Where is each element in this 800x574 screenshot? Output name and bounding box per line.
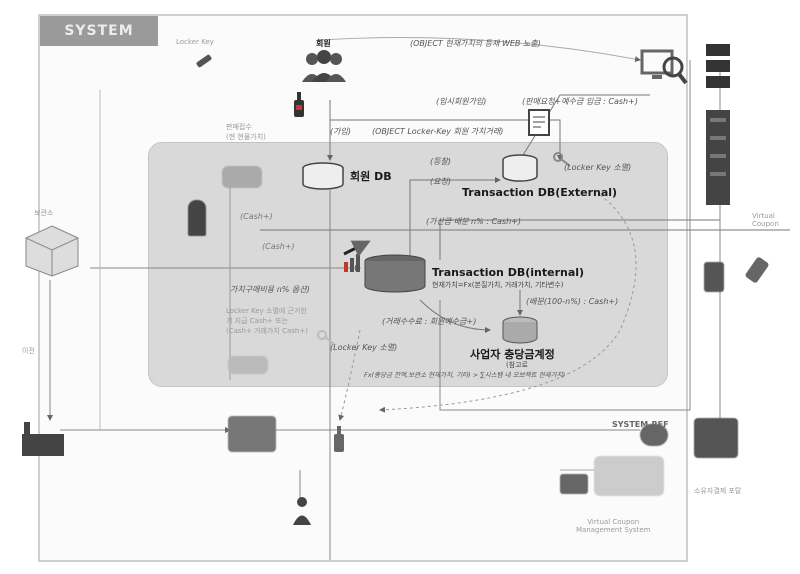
locker-key-owned-top-label: (Locker Key 소멸) bbox=[564, 163, 632, 172]
member-label: 회원 bbox=[316, 39, 331, 48]
reserve-formula: Fx(충당금 잔액,보관소 현재가치, 기타) > ∑시스템 내 오브젝트 현재… bbox=[364, 371, 566, 379]
laptop-icon bbox=[560, 474, 588, 494]
right-server-block bbox=[694, 418, 738, 458]
warehouse-label: 보관소 bbox=[34, 209, 54, 217]
transaction-external-db-icon bbox=[502, 154, 538, 182]
system-ref-label: SYSTEM-REF bbox=[612, 420, 669, 429]
factory-icon bbox=[22, 422, 64, 456]
server-stack-icon bbox=[706, 44, 730, 88]
transaction-internal-db-icon bbox=[364, 254, 426, 293]
locker-key-icon bbox=[196, 54, 212, 68]
cash-plus-label-1: (Cash+) bbox=[240, 212, 273, 221]
bottle-icon-bottom bbox=[334, 426, 344, 452]
warehouse-cube-icon bbox=[25, 225, 79, 277]
locker-key-owned-bottom-label: (Locker Key 소멸) bbox=[330, 343, 398, 352]
key-icon bbox=[553, 152, 571, 167]
member-db-label: 회원 DB bbox=[350, 170, 392, 183]
monitor-search-icon bbox=[640, 49, 688, 85]
request-label: (요청) bbox=[430, 177, 451, 186]
temp-join-label: (임시회원가입) bbox=[436, 97, 487, 106]
growth-chart-icon bbox=[343, 240, 371, 272]
bottom-left-store-icon bbox=[228, 416, 276, 452]
system-title: SYSTEM bbox=[40, 16, 158, 46]
vcms-box bbox=[594, 456, 664, 496]
transaction-external-label: Transaction DB(External) bbox=[462, 186, 618, 199]
join-label: (가입) bbox=[330, 127, 351, 136]
web-exposure-label: (OBJECT 현재가치의 등재 WEB 노출) bbox=[410, 39, 541, 48]
sell-request-label: (판매요청+예수금 입금 : Cash+) bbox=[522, 97, 638, 106]
distribution-label: (배분(100-n%) : Cash+) bbox=[526, 297, 619, 306]
internal-formula: 현재가치=Fx(본질가치, 거래가치, 기타변수) bbox=[432, 281, 564, 289]
document-icon bbox=[528, 109, 550, 136]
register-label: (등찰) bbox=[430, 157, 451, 166]
phone-icon bbox=[704, 262, 724, 292]
virtual-coupon-label: Virtual Coupon bbox=[752, 212, 779, 228]
member-group-icon bbox=[302, 50, 346, 82]
option-purchase-label: 가치구매비용 n% 옵션) bbox=[230, 285, 310, 294]
transaction-internal-label: Transaction DB(internal) bbox=[432, 266, 585, 279]
sell-notice-label: 판매접수 (현 현물가치) bbox=[226, 123, 266, 141]
left-db-block bbox=[222, 166, 262, 188]
server-tower-icon bbox=[706, 110, 730, 205]
cash-plus-label-2: (Cash+) bbox=[262, 242, 295, 251]
system-ref-icon bbox=[640, 424, 668, 446]
fee-label: (거래수수료 : 회원예수금+) bbox=[382, 317, 477, 326]
locker-key-label: Locker Key bbox=[176, 38, 214, 46]
coupon-icon bbox=[745, 257, 769, 283]
key-icon-bottom bbox=[317, 330, 335, 345]
reserve-note: (참고로 bbox=[506, 361, 529, 369]
person-icon bbox=[188, 200, 206, 236]
reserve-account-label: 사업자 충당금계정 bbox=[470, 348, 555, 361]
reserve-db-icon bbox=[502, 316, 538, 344]
left-lower-db-block bbox=[228, 356, 268, 374]
transfer-label: 이전 bbox=[22, 347, 35, 355]
locker-key-value-label: (OBJECT Locker-Key 회원 가치거래) bbox=[372, 127, 504, 136]
payment-portal-label: 소유자결제 포탈 bbox=[694, 487, 742, 495]
person-bottom-icon bbox=[293, 497, 311, 525]
locker-key-note-label: Locker Key 소멸에 근거한 기 지급 Cash+ 또는 (Cash+ … bbox=[226, 307, 308, 335]
vcms-label: Virtual Coupon Management System bbox=[576, 518, 651, 534]
bottle-icon bbox=[294, 92, 304, 117]
member-db-icon bbox=[302, 162, 344, 190]
surcharge-label: (가산금 배분 n% : Cash+) bbox=[426, 217, 522, 226]
